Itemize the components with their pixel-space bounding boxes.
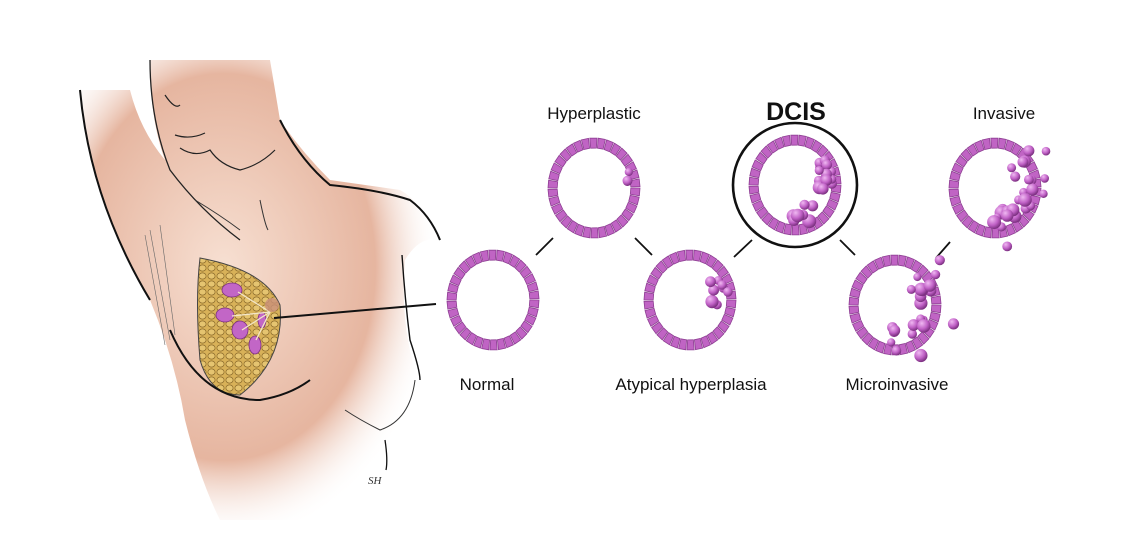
duct-microinvasive [848, 254, 960, 363]
torso-figure: SH [79, 59, 441, 520]
label-invasive: Invasive [972, 104, 1036, 123]
stage-connectors [535, 237, 951, 259]
duct-atypical [643, 249, 737, 351]
duct-invasive [948, 137, 1051, 252]
label-hyperplastic: Hyperplastic [547, 104, 641, 123]
label-normal: Normal [459, 375, 515, 394]
label-atypical-hyperplasia: Atypical hyperplasia [615, 375, 767, 394]
label-microinvasive: Microinvasive [845, 375, 949, 394]
duct-hyperplastic [547, 137, 641, 239]
dcis-highlight-circle [731, 121, 859, 249]
label-dcis: DCIS [766, 98, 826, 126]
artist-signature: SH [368, 475, 383, 487]
duct-normal [446, 249, 540, 351]
duct-dcis [748, 134, 842, 236]
